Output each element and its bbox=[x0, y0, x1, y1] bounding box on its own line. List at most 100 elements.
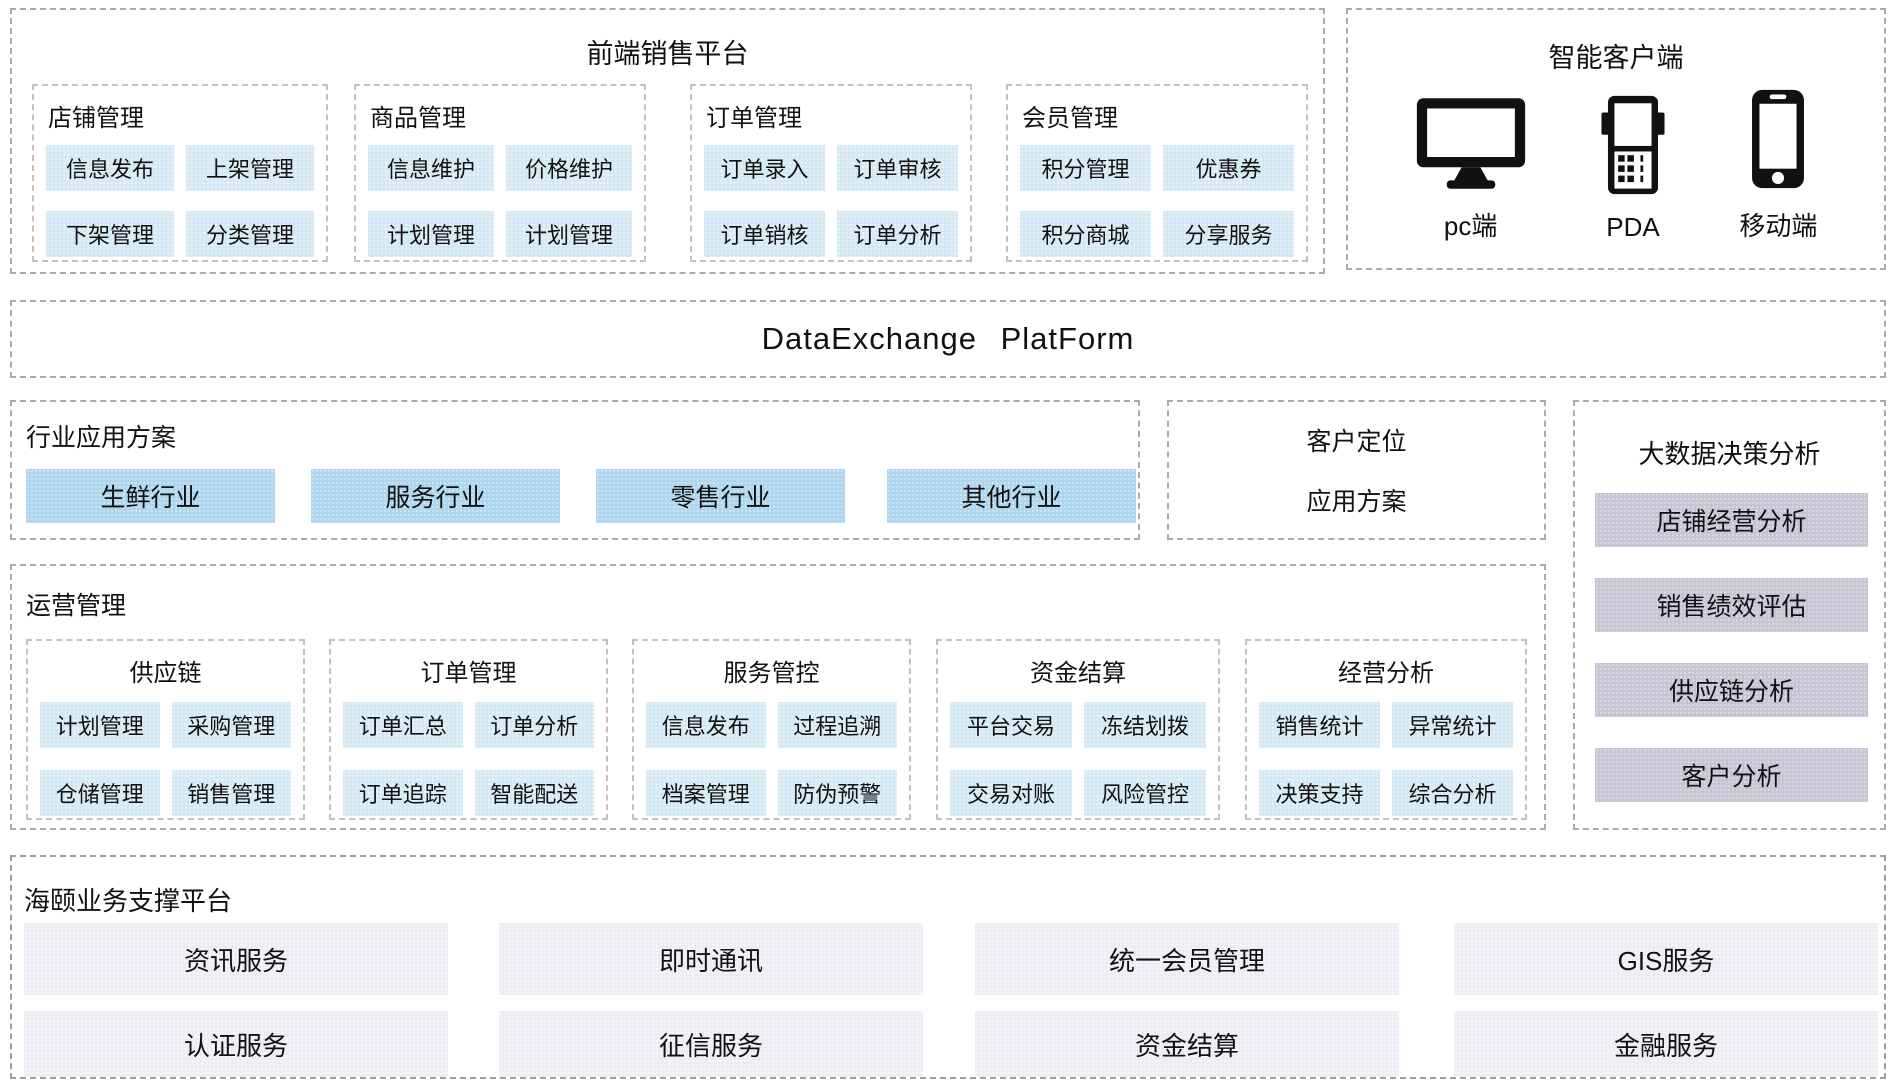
group-title: 供应链 bbox=[129, 660, 202, 687]
group-title: 商品管理 bbox=[370, 105, 466, 132]
module-chip: 智能配送 bbox=[474, 770, 594, 816]
service-box: 统一会员管理 bbox=[975, 923, 1399, 995]
service-box: 资金结算 bbox=[975, 1011, 1399, 1077]
module-chip: 风险管控 bbox=[1084, 770, 1206, 816]
service-box: 认证服务 bbox=[24, 1011, 448, 1077]
bigdata-analysis-panel: 大数据决策分析 店铺经营分析 销售绩效评估 供应链分析 客户分析 bbox=[1573, 400, 1886, 830]
module-chip: 信息发布 bbox=[646, 702, 766, 748]
service-box: 征信服务 bbox=[499, 1011, 923, 1077]
group-title: 经营分析 bbox=[1338, 660, 1434, 687]
module-chip: 决策支持 bbox=[1259, 770, 1380, 816]
analysis-box: 供应链分析 bbox=[1595, 663, 1868, 717]
module-chip: 交易对账 bbox=[950, 770, 1072, 816]
chip-grid: 订单录入 订单审核 订单销核 订单分析 bbox=[704, 145, 958, 257]
ops-group-analysis: 经营分析 销售统计 异常统计 决策支持 综合分析 bbox=[1245, 639, 1527, 820]
device-pda: PDA bbox=[1600, 94, 1666, 243]
ops-group-funds: 资金结算 平台交易 冻结划拨 交易对账 风险管控 bbox=[936, 639, 1220, 820]
customer-positioning-panel: 客户定位 应用方案 bbox=[1167, 400, 1546, 540]
group-title: 服务管控 bbox=[723, 660, 820, 687]
module-chip: 订单录入 bbox=[704, 145, 825, 191]
frontend-group-shop: 店铺管理 信息发布 上架管理 下架管理 分类管理 bbox=[32, 84, 328, 262]
ops-group-supply-chain: 供应链 计划管理 采购管理 仓储管理 销售管理 bbox=[26, 639, 305, 820]
support-panel-title: 海颐业务支撑平台 bbox=[24, 886, 233, 916]
chip-grid: 订单汇总 订单分析 订单追踪 智能配送 bbox=[343, 702, 594, 816]
chip-grid: 计划管理 采购管理 仓储管理 销售管理 bbox=[40, 702, 291, 816]
support-platform-panel: 海颐业务支撑平台 资讯服务 即时通讯 统一会员管理 GIS服务 认证服务 征信服… bbox=[10, 855, 1886, 1079]
operations-panel-title: 运营管理 bbox=[26, 592, 127, 620]
module-chip: 采购管理 bbox=[171, 702, 291, 748]
group-title: 订单管理 bbox=[706, 105, 802, 132]
module-chip: 仓储管理 bbox=[40, 770, 160, 816]
module-chip: 信息发布 bbox=[46, 145, 174, 191]
analysis-box: 店铺经营分析 bbox=[1595, 493, 1868, 547]
service-box: GIS服务 bbox=[1454, 923, 1878, 995]
customer-positioning-line2: 应用方案 bbox=[1306, 488, 1407, 516]
module-chip: 上架管理 bbox=[186, 145, 314, 191]
module-chip: 订单追踪 bbox=[343, 770, 463, 816]
frontend-sales-platform-panel: 前端销售平台 店铺管理 信息发布 上架管理 下架管理 分类管理 商品管理 信息维… bbox=[10, 8, 1325, 274]
module-chip: 防伪预警 bbox=[777, 770, 897, 816]
desktop-monitor-icon bbox=[1415, 88, 1527, 190]
frontend-group-order: 订单管理 订单录入 订单审核 订单销核 订单分析 bbox=[690, 84, 972, 262]
module-chip: 信息维护 bbox=[368, 145, 494, 191]
module-chip: 异常统计 bbox=[1392, 702, 1513, 748]
analysis-box: 销售绩效评估 bbox=[1595, 578, 1868, 632]
industry-box: 服务行业 bbox=[311, 469, 560, 523]
chip-grid: 信息维护 价格维护 计划管理 计划管理 bbox=[368, 145, 632, 257]
chip-grid: 销售统计 异常统计 决策支持 综合分析 bbox=[1259, 702, 1513, 816]
device-pc: pc端 bbox=[1415, 88, 1527, 243]
bigdata-panel-title: 大数据决策分析 bbox=[1638, 439, 1821, 469]
module-chip: 订单汇总 bbox=[343, 702, 463, 748]
industry-solutions-panel: 行业应用方案 生鲜行业 服务行业 零售行业 其他行业 bbox=[10, 400, 1140, 540]
smart-client-panel: 智能客户端 pc端 bbox=[1346, 8, 1886, 270]
service-box: 资讯服务 bbox=[24, 923, 448, 995]
analysis-box: 客户分析 bbox=[1595, 748, 1868, 802]
frontend-group-product: 商品管理 信息维护 价格维护 计划管理 计划管理 bbox=[354, 84, 646, 262]
module-chip: 优惠券 bbox=[1163, 145, 1294, 191]
customer-positioning-line1: 客户定位 bbox=[1306, 428, 1407, 456]
service-box: 金融服务 bbox=[1454, 1011, 1878, 1077]
data-exchange-band: DataExchange PlatForm bbox=[10, 300, 1886, 378]
device-label: pc端 bbox=[1443, 211, 1498, 241]
module-chip: 销售管理 bbox=[171, 770, 291, 816]
module-chip: 订单审核 bbox=[837, 145, 958, 191]
ops-group-service-control: 服务管控 信息发布 过程追溯 档案管理 防伪预警 bbox=[632, 639, 911, 820]
chip-grid: 信息发布 上架管理 下架管理 分类管理 bbox=[46, 145, 314, 257]
service-box: 即时通讯 bbox=[499, 923, 923, 995]
group-title: 订单管理 bbox=[420, 660, 517, 687]
group-title: 资金结算 bbox=[1030, 660, 1126, 687]
group-title: 会员管理 bbox=[1022, 105, 1118, 132]
module-chip: 计划管理 bbox=[40, 702, 160, 748]
device-label: 移动端 bbox=[1739, 211, 1818, 241]
module-chip: 价格维护 bbox=[506, 145, 632, 191]
chip-grid: 平台交易 冻结划拨 交易对账 风险管控 bbox=[950, 702, 1206, 816]
frontend-panel-title: 前端销售平台 bbox=[586, 39, 749, 69]
module-chip: 下架管理 bbox=[46, 211, 174, 257]
industry-box: 其他行业 bbox=[887, 469, 1136, 523]
industry-panel-title: 行业应用方案 bbox=[26, 424, 177, 452]
group-title: 店铺管理 bbox=[48, 105, 144, 132]
industry-box: 零售行业 bbox=[596, 469, 845, 523]
pda-icon bbox=[1600, 94, 1666, 196]
module-chip: 计划管理 bbox=[368, 211, 494, 257]
device-mobile: 移动端 bbox=[1739, 88, 1817, 243]
module-chip: 订单分析 bbox=[837, 211, 958, 257]
customer-positioning-text: 客户定位 应用方案 bbox=[1169, 402, 1544, 538]
module-chip: 订单分析 bbox=[474, 702, 594, 748]
data-exchange-title: DataExchange PlatForm bbox=[761, 321, 1135, 356]
module-chip: 积分商城 bbox=[1020, 211, 1151, 257]
module-chip: 订单销核 bbox=[704, 211, 825, 257]
operations-management-panel: 运营管理 供应链 计划管理 采购管理 仓储管理 销售管理 订单管理 订单汇总 订… bbox=[10, 564, 1546, 830]
module-chip: 档案管理 bbox=[646, 770, 766, 816]
module-chip: 分享服务 bbox=[1163, 211, 1294, 257]
module-chip: 平台交易 bbox=[950, 702, 1072, 748]
ops-group-order: 订单管理 订单汇总 订单分析 订单追踪 智能配送 bbox=[329, 639, 608, 820]
module-chip: 积分管理 bbox=[1020, 145, 1151, 191]
device-row: pc端 bbox=[1348, 88, 1884, 243]
smart-client-title: 智能客户端 bbox=[1548, 43, 1684, 73]
module-chip: 综合分析 bbox=[1392, 770, 1513, 816]
module-chip: 计划管理 bbox=[506, 211, 632, 257]
module-chip: 冻结划拨 bbox=[1084, 702, 1206, 748]
industry-box: 生鲜行业 bbox=[26, 469, 275, 523]
